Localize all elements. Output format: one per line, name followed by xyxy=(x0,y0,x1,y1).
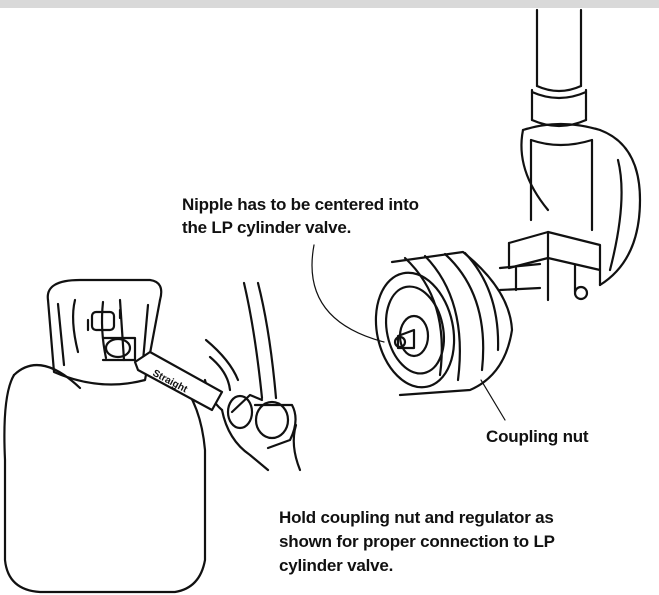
coupling-nut xyxy=(374,250,514,397)
straight-arrow xyxy=(133,350,224,412)
nipple-centering-label: Nipple has to be centered into the LP cy… xyxy=(182,195,419,237)
coupling-leader-line xyxy=(480,379,506,421)
nipple-leader-line xyxy=(311,244,385,343)
hands-holding-coupling xyxy=(203,281,302,472)
hold-instruction-label: Hold coupling nut and regulator as shown… xyxy=(279,508,555,575)
lp-cylinder xyxy=(3,278,207,594)
regulator-assembly xyxy=(498,8,642,302)
coupling-nut-label: Coupling nut xyxy=(486,427,589,446)
top-bar xyxy=(0,0,659,8)
